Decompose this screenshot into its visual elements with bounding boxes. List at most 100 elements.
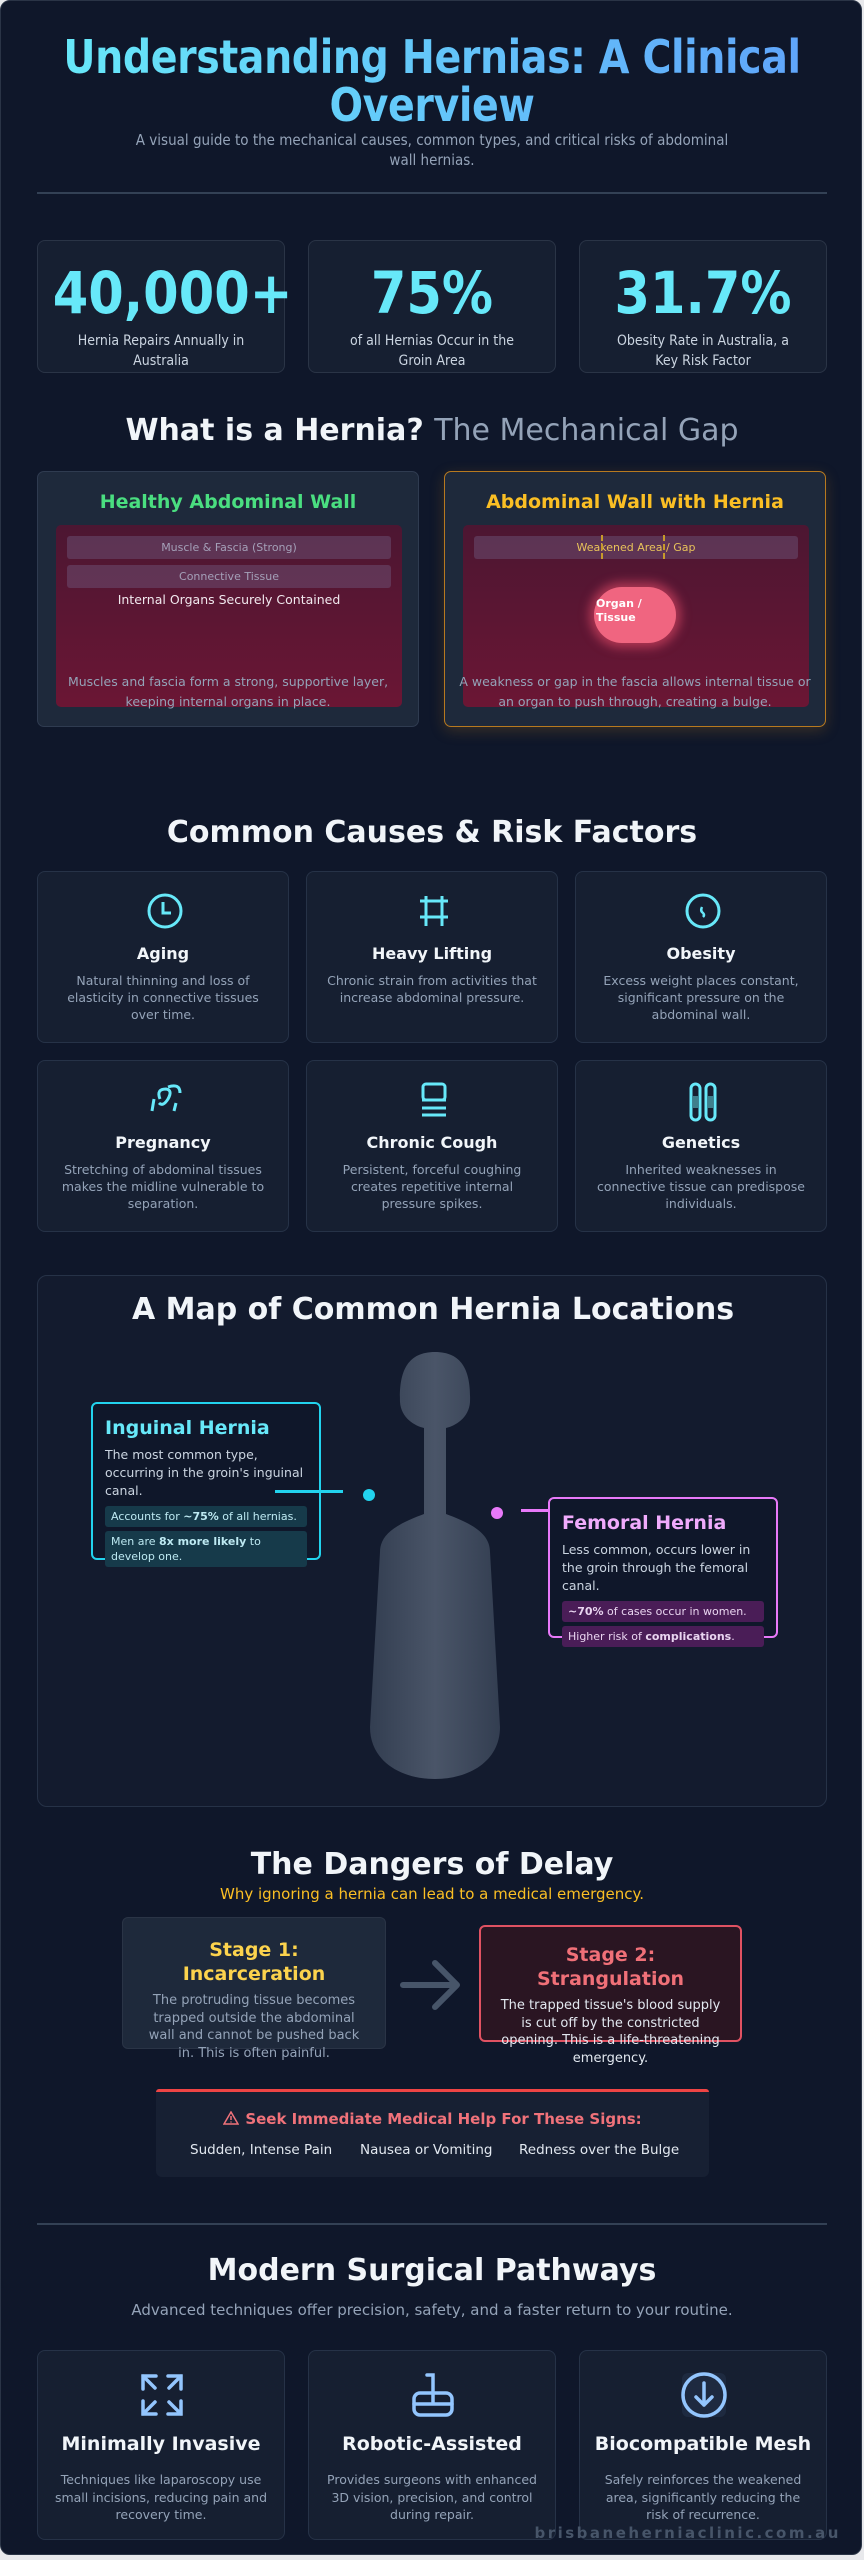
inguinal-title: Inguinal Hernia <box>105 1417 270 1439</box>
femoral-desc: Less common, occurs lower in the groin t… <box>562 1542 751 1593</box>
dna-icon <box>689 1082 717 1122</box>
surgery-title: Robotic-Assisted <box>342 2433 522 2455</box>
sign-nausea: Nausea or Vomiting <box>360 2142 493 2158</box>
femoral-fact-1: ~70% of cases occur in women. <box>562 1601 764 1622</box>
cause-desc: Excess weight places constant, significa… <box>603 973 799 1022</box>
fact-text: to develop one. <box>111 1535 261 1563</box>
sign-redness: Redness over the Bulge <box>519 2142 680 2158</box>
hernia-wall-card: Abdominal Wall with Hernia Weakened Area… <box>444 471 826 727</box>
sign-sudden-pain: Sudden, Intense Pain <box>190 2142 333 2158</box>
fact-bold: ~75% <box>183 1510 219 1523</box>
fact-text: Accounts for <box>111 1510 184 1523</box>
hernia-wall-caption: A weakness or gap in the fascia allows i… <box>459 674 811 709</box>
section-heading-dangers: The Dangers of Delay <box>250 1847 614 1882</box>
cause-desc: Inherited weaknesses in connective tissu… <box>597 1162 805 1211</box>
footer-site-link[interactable]: brisbaneherniaclinic.com.au <box>534 2524 841 2542</box>
stat-card-groin: 75% of all Hernias Occur in the Groin Ar… <box>308 240 556 373</box>
stat-label: Obesity Rate in Australia, a Key Risk Fa… <box>616 333 789 369</box>
section-heading-what-is: What is a Hernia? The Mechanical Gap <box>1 413 861 449</box>
gap-marker-right <box>663 535 665 559</box>
section-heading-causes: Common Causes & Risk Factors <box>166 815 698 850</box>
surgery-card-robotic: Robotic-Assisted Provides surgeons with … <box>308 2350 556 2540</box>
fact-bold: complications <box>645 1630 732 1643</box>
healthy-wall-caption: Muscles and fascia form a strong, suppor… <box>67 674 389 709</box>
cause-card-heavy-lifting: Heavy Lifting Chronic strain from activi… <box>306 871 558 1043</box>
femoral-hernia-card: Femoral Hernia Less common, occurs lower… <box>548 1497 778 1647</box>
muscle-fascia-layer: Muscle & Fascia (Strong) <box>67 536 391 559</box>
surgery-title: Biocompatible Mesh <box>594 2433 812 2455</box>
stage-2-title: Stage 2: Strangulation <box>536 1944 685 1990</box>
barbell-icon <box>420 896 448 926</box>
surgery-card-minimally-invasive: Minimally Invasive Techniques like lapar… <box>37 2350 285 2540</box>
surgery-subheading: Advanced techniques offer precision, saf… <box>131 2301 733 2319</box>
stage-2-desc: The trapped tissue's blood supply is cut… <box>500 1998 721 2066</box>
stage-1-card: Stage 1: Incarceration The protruding ti… <box>122 1917 386 2061</box>
stat-value: 75% <box>370 259 494 327</box>
scale-icon <box>685 893 721 929</box>
fact-text: . <box>731 1630 735 1643</box>
heading-muted: The Mechanical Gap <box>434 413 739 448</box>
pregnancy-icon <box>150 1084 182 1112</box>
heading-main: What is a Hernia? <box>125 413 424 448</box>
femoral-fact-2: Higher risk of complications. <box>562 1626 764 1647</box>
femoral-title: Femoral Hernia <box>562 1512 727 1534</box>
cause-title: Genetics <box>661 1133 741 1152</box>
hernia-wall-diagram: Weakened Area / Gap Organ / Tissue <box>463 525 809 707</box>
expand-arrows-icon <box>141 2374 183 2416</box>
cause-card-pregnancy: Pregnancy Stretching of abdominal tissue… <box>37 1060 289 1232</box>
divider <box>37 2223 827 2225</box>
cause-desc: Stretching of abdominal tissues makes th… <box>61 1162 265 1211</box>
organs-label: Internal Organs Securely Contained <box>117 592 341 607</box>
page-title: Understanding Hernias: A Clinical Overvi… <box>61 33 802 129</box>
stat-label: of all Hernias Occur in the Groin Area <box>350 333 514 369</box>
stat-label: Hernia Repairs Annually in Australia <box>77 333 245 369</box>
cause-title: Aging <box>136 944 190 963</box>
fact-text: of cases occur in women. <box>603 1605 747 1618</box>
cause-card-genetics: Genetics Inherited weaknesses in connect… <box>575 1060 827 1232</box>
dangers-subheading: Why ignoring a hernia can lead to a medi… <box>220 1885 644 1903</box>
cause-title: Chronic Cough <box>366 1133 498 1152</box>
stat-card-obesity: 31.7% Obesity Rate in Australia, a Key R… <box>579 240 827 373</box>
cause-card-chronic-cough: Chronic Cough Persistent, forceful cough… <box>306 1060 558 1232</box>
body-silhouette-icon <box>370 1352 500 1779</box>
arrow-right-icon <box>400 1960 460 2010</box>
page-subtitle: A visual guide to the mechanical causes,… <box>135 131 729 169</box>
section-heading-map: A Map of Common Hernia Locations <box>131 1292 735 1327</box>
healthy-wall-diagram: Muscle & Fascia (Strong) Connective Tiss… <box>56 525 402 707</box>
warning-icon <box>223 2110 240 2125</box>
inguinal-location-dot[interactable] <box>363 1489 375 1501</box>
protruding-organ: Organ / Tissue <box>594 587 676 643</box>
stage-1-desc: The protruding tissue becomes trapped ou… <box>148 1993 360 2061</box>
alert-title: Seek Immediate Medical Help For These Si… <box>156 2110 709 2128</box>
divider <box>37 192 827 194</box>
weakened-layer: Weakened Area / Gap <box>474 536 798 559</box>
fact-text: Higher risk of <box>568 1630 646 1643</box>
stage-1-title: Stage 1: Incarceration <box>182 1939 326 1985</box>
fact-bold: 8x more likely <box>159 1535 247 1548</box>
hernia-map-panel: A Map of Common Hernia Locations Inguina… <box>37 1275 827 1807</box>
surgery-card-mesh: Biocompatible Mesh Safely reinforces the… <box>579 2350 827 2540</box>
hernia-wall-title: Abdominal Wall with Hernia <box>486 491 784 513</box>
cause-title: Heavy Lifting <box>371 944 493 963</box>
emergency-signs-alert: Seek Immediate Medical Help For These Si… <box>156 2089 709 2177</box>
connective-tissue-layer: Connective Tissue <box>67 565 391 588</box>
alert-title-text: Seek Immediate Medical Help For These Si… <box>245 2110 642 2128</box>
cause-card-aging: Aging Natural thinning and loss of elast… <box>37 871 289 1043</box>
stage-2-card: Stage 2: Strangulation The trapped tissu… <box>479 1925 742 2066</box>
mesh-download-icon <box>681 2372 727 2418</box>
fact-text: of all hernias. <box>218 1510 297 1523</box>
stat-value: 40,000+ <box>52 259 293 327</box>
healthy-wall-title: Healthy Abdominal Wall <box>99 491 357 513</box>
cause-title: Obesity <box>666 944 736 963</box>
surgery-title: Minimally Invasive <box>61 2433 261 2455</box>
gap-marker-left <box>601 535 603 559</box>
cause-desc: Persistent, forceful coughing creates re… <box>342 1162 522 1211</box>
cause-card-obesity: Obesity Excess weight places constant, s… <box>575 871 827 1043</box>
femoral-location-dot[interactable] <box>491 1507 503 1519</box>
clock-icon <box>147 893 183 929</box>
cause-desc: Chronic strain from activities that incr… <box>327 973 537 1005</box>
section-heading-surgery: Modern Surgical Pathways <box>207 2253 657 2288</box>
inguinal-hernia-card: Inguinal Hernia The most common type, oc… <box>91 1402 321 1567</box>
inguinal-fact-1: Accounts for ~75% of all hernias. <box>105 1506 307 1527</box>
